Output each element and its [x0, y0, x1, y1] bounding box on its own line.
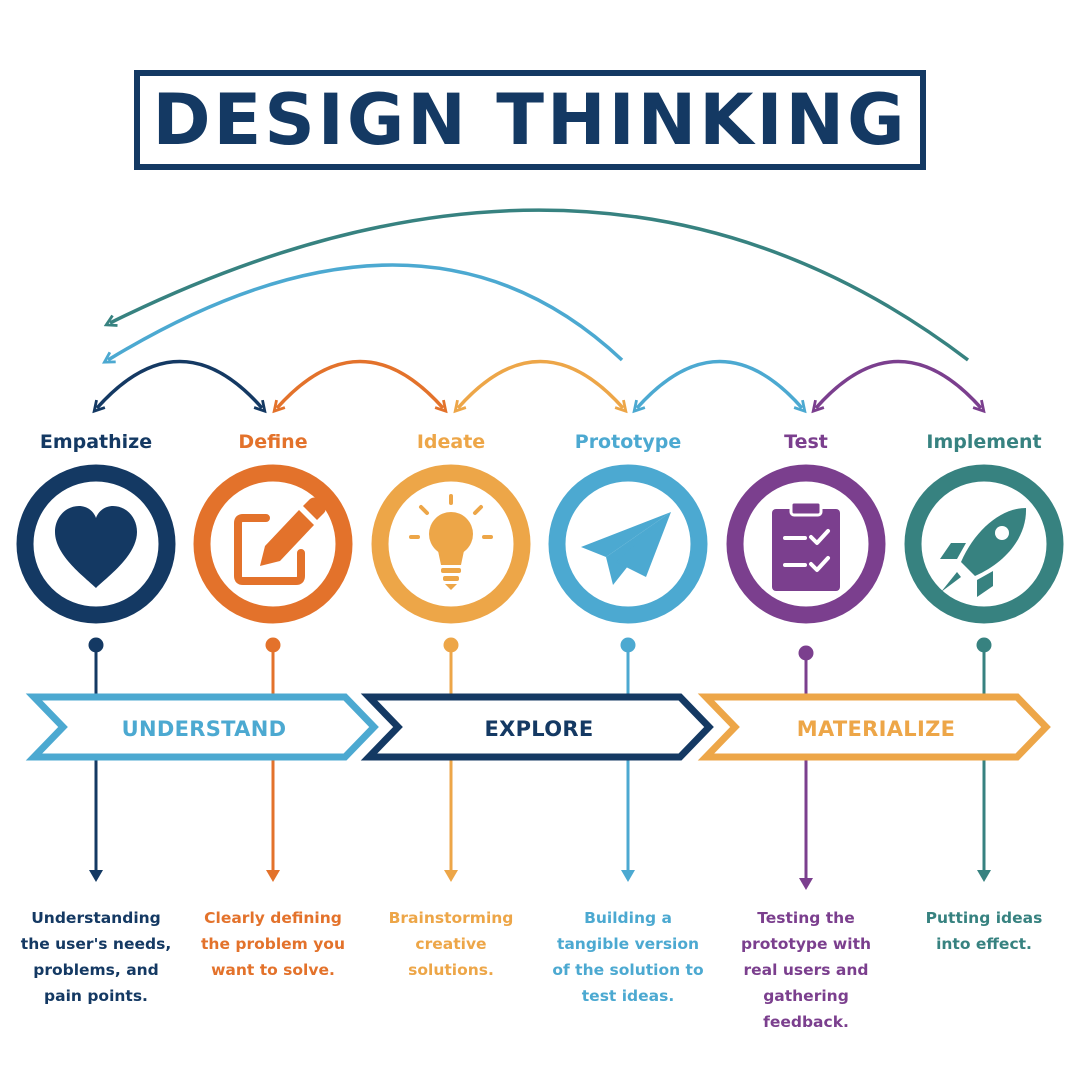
stage-desc-test: Testing the prototype with real users an…	[717, 905, 895, 1035]
connector-empathize	[89, 645, 103, 882]
desc-line: creative	[415, 935, 487, 953]
arc-prototype-test	[632, 359, 807, 414]
stage-desc-empathize: Understanding the user's needs, problems…	[7, 905, 185, 1009]
page-title: DESIGN THINKING	[152, 79, 908, 161]
desc-line: test ideas.	[581, 987, 675, 1005]
stage-define-ring	[193, 464, 353, 624]
desc-line: pain points.	[44, 987, 148, 1005]
stage-empathize-ring	[16, 464, 176, 624]
stage-name-prototype: Prototype	[574, 431, 682, 453]
stage-desc-prototype: Building a tangible version of the solut…	[539, 905, 717, 1009]
feedback-arc-prototype-to-empathize	[102, 263, 624, 364]
stage-ideate-ring	[371, 464, 531, 624]
stage-desc-ideate: Brainstorming creative solutions.	[362, 905, 540, 983]
stage-name-define: Define	[238, 431, 308, 453]
chevron-materialize	[697, 693, 1051, 761]
desc-line: Clearly defining	[204, 909, 342, 927]
chevron-explore	[360, 693, 714, 761]
chevron-understand	[25, 693, 379, 761]
arc-empathize-define	[92, 359, 267, 414]
stage-test-ring	[726, 464, 886, 624]
connector-dot-prototype	[620, 637, 636, 653]
lightbulb-icon	[409, 494, 493, 590]
feedback-arc-implement-to-empathize	[103, 208, 970, 362]
arc-define-ideate	[272, 359, 448, 414]
arc-ideate-prototype	[453, 359, 628, 414]
desc-line: Understanding	[31, 909, 161, 927]
paper-plane-icon	[581, 512, 671, 585]
desc-line: gathering	[763, 987, 849, 1005]
arc-test-implement	[811, 359, 986, 414]
connector-dot-define	[265, 637, 281, 653]
connector-dot-test	[798, 645, 814, 661]
desc-line: the problem you	[201, 935, 345, 953]
clipboard-check-icon	[772, 500, 840, 591]
desc-line: feedback.	[763, 1013, 849, 1031]
desc-line: of the solution to	[552, 961, 704, 979]
connector-ideate	[444, 645, 458, 882]
phase-label-materialize: MATERIALIZE	[796, 717, 956, 741]
stage-desc-define: Clearly defining the problem you want to…	[184, 905, 362, 983]
desc-line: prototype with	[740, 935, 872, 953]
phase-chevrons	[25, 693, 1051, 761]
desc-line: Testing the	[757, 909, 855, 927]
stage-implement-ring	[904, 464, 1064, 624]
stage-name-ideate: Ideate	[416, 431, 486, 453]
desc-line: Brainstorming	[388, 909, 514, 927]
desc-line: real users and	[743, 961, 869, 979]
connector-define	[266, 645, 280, 882]
desc-line: tangible version	[556, 935, 700, 953]
desc-line: into effect.	[936, 935, 1032, 953]
phase-label-explore: EXPLORE	[484, 717, 594, 741]
stage-prototype-ring	[548, 464, 708, 624]
connector-dot-empathize	[88, 637, 104, 653]
connector-test	[799, 653, 813, 890]
stage-name-empathize: Empathize	[39, 431, 153, 453]
rocket-icon	[940, 508, 1027, 597]
connector-dot-ideate	[443, 637, 459, 653]
phase-label-understand: UNDERSTAND	[121, 717, 287, 741]
stage-desc-implement: Putting ideas into effect.	[895, 905, 1073, 957]
desc-line: want to solve.	[211, 961, 335, 979]
stage-name-test: Test	[784, 431, 828, 453]
desc-line: the user's needs,	[20, 935, 172, 953]
stage-name-implement: Implement	[926, 431, 1042, 453]
connector-implement	[977, 645, 991, 882]
connector-dot-implement	[976, 637, 992, 653]
pencil-square-icon	[234, 497, 326, 585]
desc-line: Building a	[584, 909, 672, 927]
heart-icon	[55, 506, 137, 588]
stage-connectors	[89, 645, 991, 890]
desc-line: solutions.	[408, 961, 494, 979]
title-box: DESIGN THINKING	[134, 70, 926, 170]
connector-prototype	[621, 645, 635, 882]
desc-line: problems, and	[33, 961, 159, 979]
desc-line: Putting ideas	[925, 909, 1043, 927]
